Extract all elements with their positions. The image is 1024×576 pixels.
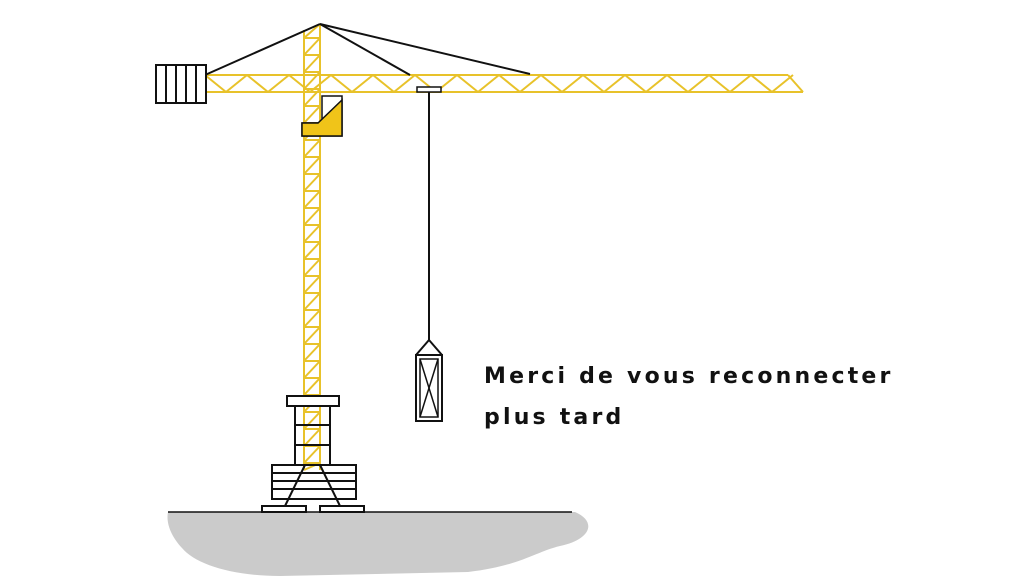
counterweight [155,64,207,104]
crane-cables [204,23,531,76]
crane-peak [303,23,321,39]
ground-shadow [167,512,589,576]
operator-cabin [301,95,343,137]
message-line-2: plus tard [484,405,625,430]
trolley [416,86,442,93]
crane-jib [204,74,804,93]
reconnect-message: Merci de vous reconnecter plus tard [484,356,944,438]
hanging-load [415,339,443,422]
message-line-1: Merci de vous reconnecter [484,364,894,389]
crane-base [261,395,365,513]
